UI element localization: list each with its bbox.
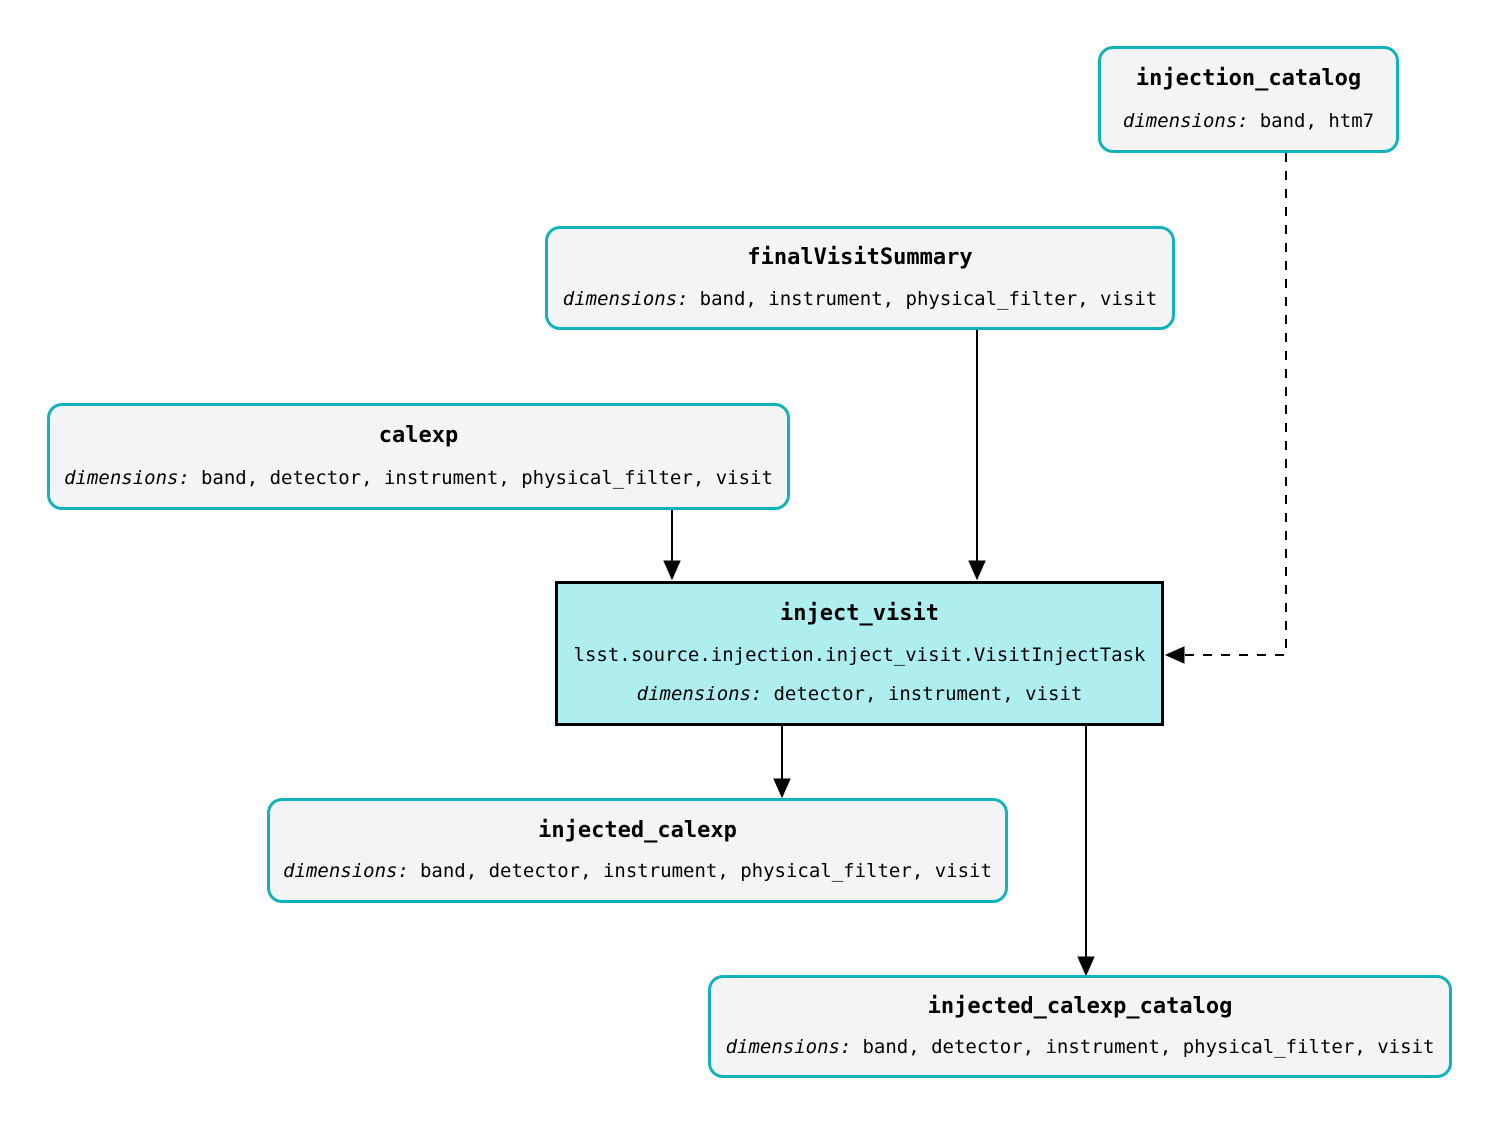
node-title: finalVisitSummary: [747, 245, 973, 271]
node-dimensions: dimensions: detector, instrument, visit: [637, 683, 1083, 706]
node-title: inject_visit: [780, 600, 939, 626]
node-injection-catalog: injection_catalog dimensions: band, htm7: [1098, 46, 1399, 153]
dimensions-label: dimensions:: [562, 287, 689, 310]
dimensions-value: detector, instrument, visit: [773, 683, 1083, 706]
node-injected-calexp-catalog: injected_calexp_catalog dimensions: band,…: [708, 975, 1452, 1078]
node-dimensions: dimensions: band, detector, instrument, p…: [64, 467, 773, 490]
node-title: injection_catalog: [1135, 66, 1362, 92]
dimensions-label: dimensions:: [283, 860, 409, 883]
dimensions-label: dimensions:: [725, 1036, 852, 1058]
node-dimensions: dimensions: band, instrument, physical_fi…: [563, 288, 1157, 311]
node-calexp: calexp dimensions: band, detector, instru…: [47, 403, 790, 510]
node-dimensions: dimensions: band, detector, instrument, p…: [283, 860, 992, 883]
node-title: calexp: [378, 423, 459, 449]
node-title: injected_calexp_catalog: [927, 994, 1233, 1019]
edge-inject-visit-to-injected-calexp: [773, 726, 791, 799]
node-dimensions: dimensions: band, detector, instrument, p…: [726, 1036, 1435, 1059]
node-injected-calexp: injected_calexp dimensions: band, detecto…: [267, 798, 1008, 903]
node-finalVisitSummary: finalVisitSummary dimensions: band, instr…: [545, 226, 1175, 330]
dimensions-label: dimensions:: [636, 683, 763, 706]
dimensions-label: dimensions:: [64, 466, 190, 489]
edge-finalVisitSummary-to-inject-visit: [968, 330, 986, 581]
dimensions-value: band, detector, instrument, physical_fil…: [862, 1036, 1435, 1058]
edge-injection-catalog-to-inject-visit: [1164, 153, 1287, 664]
task-class: lsst.source.injection.inject_visit.Visit…: [573, 643, 1146, 666]
node-inject-visit-task: inject_visit lsst.source.injection.injec…: [555, 581, 1164, 726]
node-title: injected_calexp: [538, 817, 737, 843]
edge-calexp-to-inject-visit: [663, 510, 681, 581]
dimensions-value: band, detector, instrument, physical_fil…: [200, 466, 773, 489]
dimensions-value: band, instrument, physical_filter, visit: [699, 287, 1158, 310]
dimensions-label: dimensions:: [1122, 109, 1249, 132]
dimensions-value: band, detector, instrument, physical_fil…: [419, 860, 992, 883]
dimensions-value: band, htm7: [1259, 109, 1375, 132]
node-dimensions: dimensions: band, htm7: [1123, 110, 1374, 133]
edge-inject-visit-to-injected-calexp-catalog: [1077, 726, 1095, 977]
